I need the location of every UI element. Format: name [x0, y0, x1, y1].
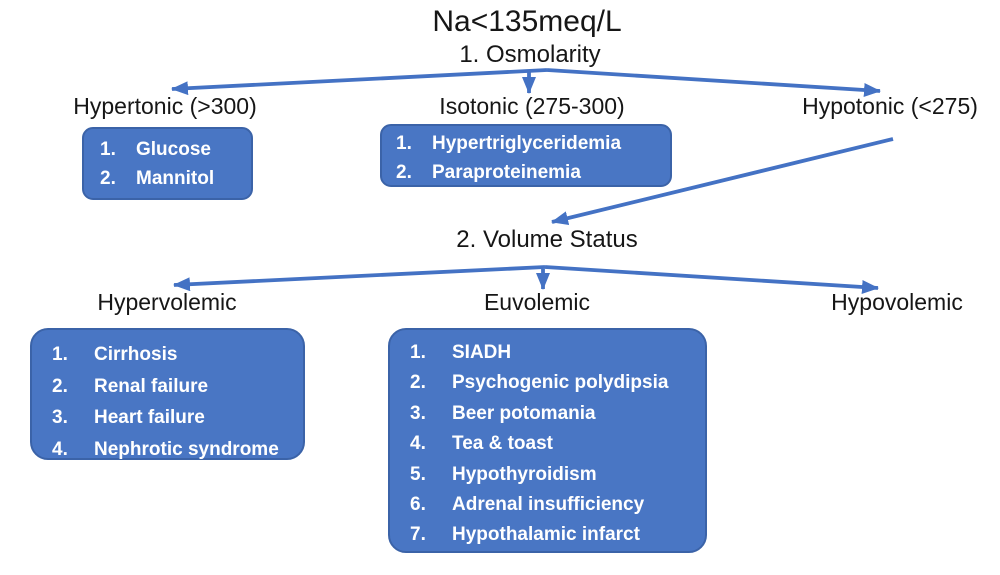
list-item: Renal failure: [94, 375, 209, 397]
euvolemic-causes-list: SIADH Psychogenic polydipsia Beer potoma…: [410, 338, 705, 551]
list-item: Cirrhosis: [94, 344, 178, 365]
list-item: Mannitol: [136, 168, 215, 189]
list-item: Tea & toast: [452, 433, 554, 455]
page-title: Na<135meq/L: [432, 5, 622, 38]
list-item: Adrenal insufficiency: [452, 494, 645, 516]
euvolemic-causes-box: SIADH Psychogenic polydipsia Beer potoma…: [388, 328, 707, 553]
branch-label-hypovolemic: Hypovolemic: [831, 289, 963, 315]
osmolarity-step-label: 1. Osmolarity: [459, 41, 601, 68]
list-item: Heart failure: [94, 407, 205, 428]
hypertonic-causes-list: Glucose Mannitol: [100, 135, 251, 193]
volume-status-step-label: 2. Volume Status: [456, 226, 638, 253]
list-item: Hypertriglyceridemia: [432, 133, 622, 154]
list-item: Glucose: [136, 139, 211, 160]
branch-label-hypotonic: Hypotonic (<275): [802, 93, 978, 119]
branch-label-isotonic: Isotonic (275-300): [439, 93, 625, 119]
branch-label-hypertonic: Hypertonic (>300): [73, 93, 257, 119]
list-item: Psychogenic polydipsia: [452, 372, 669, 394]
list-item: Beer potomania: [452, 402, 596, 424]
list-item: Paraproteinemia: [432, 162, 581, 183]
list-item: SIADH: [452, 342, 512, 363]
arrow-volume-to-hypovolemic: [544, 265, 879, 294]
arrow-osmolarity-to-hypertonic: [171, 68, 548, 96]
branch-label-euvolemic: Euvolemic: [483, 289, 591, 315]
isotonic-causes-box: Hypertriglyceridemia Paraproteinemia: [380, 124, 672, 187]
isotonic-causes-list: Hypertriglyceridemia Paraproteinemia: [396, 129, 670, 187]
arrow-volume-to-hypervolemic: [173, 265, 546, 292]
arrow-osmolarity-to-hypotonic: [546, 68, 881, 97]
list-item: Hypothalamic infarct: [452, 524, 640, 546]
list-item: Nephrotic syndrome: [94, 438, 279, 460]
branch-label-hypervolemic: Hypervolemic: [97, 289, 237, 315]
hypervolemic-causes-box: Cirrhosis Renal failure Heart failure Ne…: [30, 328, 305, 460]
list-item: Hypothyroidism: [452, 463, 597, 485]
hypervolemic-causes-list: Cirrhosis Renal failure Heart failure Ne…: [52, 339, 303, 465]
hypertonic-causes-box: Glucose Mannitol: [82, 127, 253, 200]
